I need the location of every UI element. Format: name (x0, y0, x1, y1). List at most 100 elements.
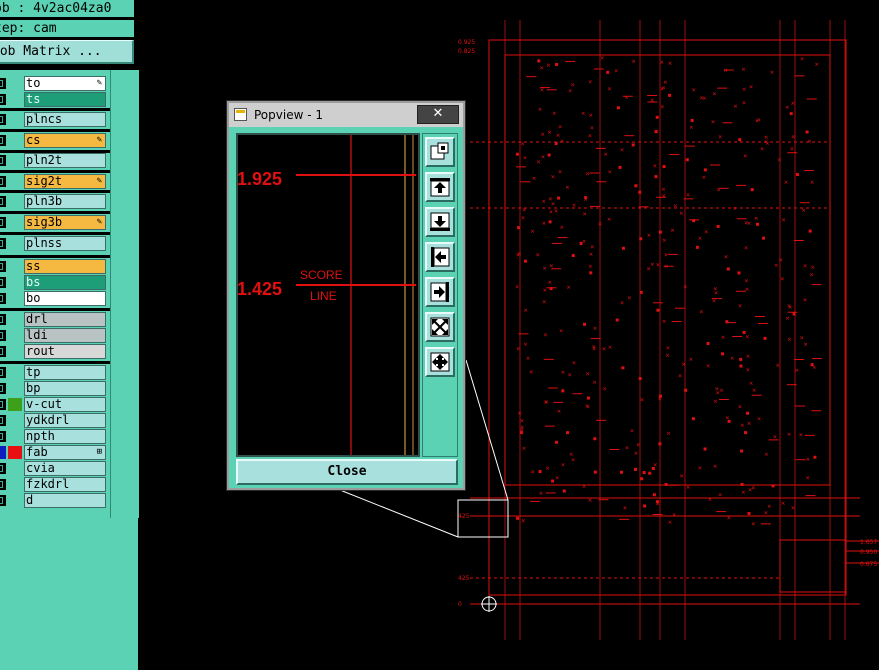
layer-color-swatch[interactable] (8, 366, 22, 379)
layer-display-checkbox[interactable] (0, 238, 6, 249)
layer-color-swatch[interactable] (8, 216, 22, 229)
layer-name-label[interactable]: ydkdrl (24, 413, 106, 428)
layer-row-ldi[interactable]: ldi (0, 328, 108, 343)
layer-display-checkbox[interactable] (0, 293, 6, 304)
layer-name-label[interactable]: npth (24, 429, 106, 444)
layer-color-swatch[interactable] (8, 313, 22, 326)
layer-row-pln3b[interactable]: pln3b (0, 194, 108, 209)
layer-name-label[interactable]: bp (24, 381, 106, 396)
layer-name-label[interactable]: pln3b (24, 194, 106, 209)
layer-color-swatch[interactable] (8, 276, 22, 289)
layer-color-swatch[interactable] (8, 329, 22, 342)
layer-row-to[interactable]: to✎ (0, 76, 108, 91)
layer-row-npth[interactable]: npth (0, 429, 108, 444)
layer-name-label[interactable]: ss (24, 259, 106, 274)
layer-name-label[interactable]: plncs (24, 112, 106, 127)
layer-display-checkbox[interactable] (0, 94, 6, 105)
layer-color-swatch[interactable] (8, 237, 22, 250)
layer-row-pln2t[interactable]: pln2t (0, 153, 108, 168)
layer-name-label[interactable]: fzkdrl (24, 477, 106, 492)
layer-display-checkbox[interactable] (0, 367, 6, 378)
layer-color-swatch[interactable] (8, 154, 22, 167)
layer-display-checkbox[interactable] (0, 176, 6, 187)
layer-name-label[interactable]: pln2t (24, 153, 106, 168)
popview-close-button[interactable]: Close (236, 459, 458, 485)
zoom-home-button[interactable] (425, 347, 455, 377)
layer-row-plncs[interactable]: plncs (0, 112, 108, 127)
layer-name-label[interactable]: bo (24, 291, 106, 306)
layer-name-label[interactable]: cs✎ (24, 133, 106, 148)
layer-row-cvia[interactable]: cvia (0, 461, 108, 476)
layer-color-swatch[interactable] (8, 93, 22, 106)
layer-color-swatch[interactable] (0, 446, 22, 459)
layer-row-drl[interactable]: drl (0, 312, 108, 327)
layer-name-label[interactable]: rout (24, 344, 106, 359)
pan-right-button[interactable] (425, 277, 455, 307)
layer-row-sig3b[interactable]: sig3b✎ (0, 215, 108, 230)
layer-name-label[interactable]: cvia (24, 461, 106, 476)
layer-display-checkbox[interactable] (0, 399, 6, 410)
layer-display-checkbox[interactable] (0, 431, 6, 442)
layer-row-sig2t[interactable]: sig2t✎ (0, 174, 108, 189)
layer-display-checkbox[interactable] (0, 415, 6, 426)
layer-display-checkbox[interactable] (0, 261, 6, 272)
layer-display-checkbox[interactable] (0, 383, 6, 394)
layer-row-bs[interactable]: bs (0, 275, 108, 290)
layer-color-swatch[interactable] (8, 382, 22, 395)
layer-row-ss[interactable]: ss (0, 259, 108, 274)
layer-display-checkbox[interactable] (0, 495, 6, 506)
job-matrix-button[interactable]: Fob Matrix ... (0, 40, 134, 64)
pan-up-button[interactable] (425, 172, 455, 202)
layer-display-checkbox[interactable] (0, 217, 6, 228)
layer-display-checkbox[interactable] (0, 135, 6, 146)
layer-color-swatch[interactable] (8, 260, 22, 273)
layer-display-checkbox[interactable] (0, 330, 6, 341)
layer-color-swatch[interactable] (8, 430, 22, 443)
popview-viewport[interactable]: 1.925 1.425 SCORE LINE (236, 133, 420, 457)
layer-color-swatch[interactable] (8, 77, 22, 90)
layer-display-checkbox[interactable] (0, 196, 6, 207)
layer-name-label[interactable]: ldi (24, 328, 106, 343)
layer-color-swatch[interactable] (8, 134, 22, 147)
layer-display-checkbox[interactable] (0, 155, 6, 166)
layer-display-checkbox[interactable] (0, 314, 6, 325)
layer-color-swatch[interactable] (8, 195, 22, 208)
layer-color-swatch[interactable] (8, 462, 22, 475)
zoom-fit-button[interactable] (425, 312, 455, 342)
layer-name-label[interactable]: plnss (24, 236, 106, 251)
layer-row-tp[interactable]: tp (0, 365, 108, 380)
popview-titlebar[interactable]: Popview - 1 ✕ (229, 103, 463, 127)
layer-name-label[interactable]: sig3b✎ (24, 215, 106, 230)
layer-row-d[interactable]: d (0, 493, 108, 508)
layer-name-label[interactable]: fab⊞ (24, 445, 106, 460)
layer-row-v-cut[interactable]: v-cut (0, 397, 108, 412)
close-window-button[interactable]: ✕ (417, 105, 459, 124)
layer-row-bp[interactable]: bp (0, 381, 108, 396)
layer-display-checkbox[interactable] (0, 463, 6, 474)
layer-name-label[interactable]: v-cut (24, 397, 106, 412)
layer-color-swatch[interactable] (8, 113, 22, 126)
layer-name-label[interactable]: drl (24, 312, 106, 327)
layer-display-checkbox[interactable] (0, 277, 6, 288)
layer-display-checkbox[interactable] (0, 479, 6, 490)
layer-color-swatch[interactable] (8, 478, 22, 491)
layer-color-swatch[interactable] (8, 345, 22, 358)
layer-display-checkbox[interactable] (0, 114, 6, 125)
layer-name-label[interactable]: sig2t✎ (24, 174, 106, 189)
layer-name-label[interactable]: tp (24, 365, 106, 380)
layer-color-swatch[interactable] (8, 414, 22, 427)
pan-left-button[interactable] (425, 242, 455, 272)
layer-name-label[interactable]: ts (24, 92, 106, 107)
pan-down-button[interactable] (425, 207, 455, 237)
layer-list-scroll-area[interactable] (110, 70, 139, 518)
layer-row-bo[interactable]: bo (0, 291, 108, 306)
layer-color-swatch[interactable] (8, 494, 22, 507)
layer-row-fzkdrl[interactable]: fzkdrl (0, 477, 108, 492)
layer-row-ydkdrl[interactable]: ydkdrl (0, 413, 108, 428)
layer-name-label[interactable]: bs (24, 275, 106, 290)
layer-row-rout[interactable]: rout (0, 344, 108, 359)
layer-display-checkbox[interactable] (0, 78, 6, 89)
layer-row-fab[interactable]: fab⊞ (0, 445, 108, 460)
layer-color-swatch[interactable] (8, 292, 22, 305)
layer-row-plnss[interactable]: plnss (0, 236, 108, 251)
